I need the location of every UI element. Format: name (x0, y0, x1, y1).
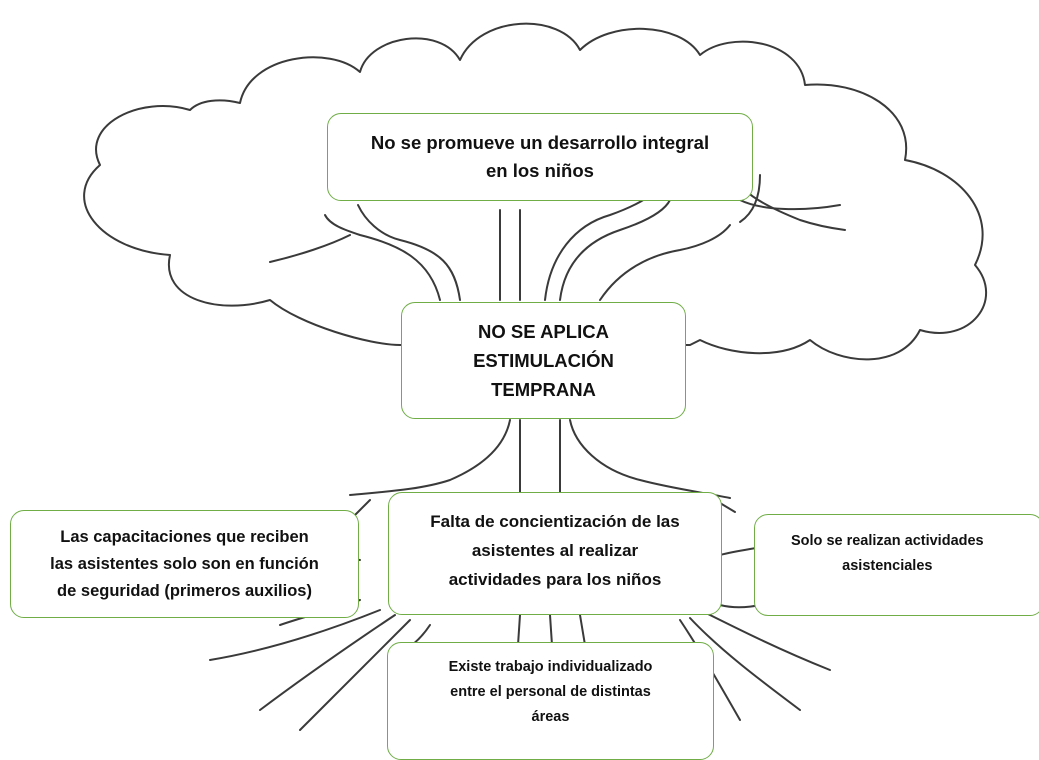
cause-box-left: Las capacitaciones que reciben las asist… (10, 510, 359, 618)
branch-left-2 (357, 204, 461, 301)
branch-right-2 (544, 194, 651, 301)
branch-twig (739, 174, 761, 223)
branch-right-3 (599, 224, 731, 301)
root-6 (699, 609, 831, 671)
root-10 (517, 614, 521, 646)
cause-box-center: Falta de concientización de las asistent… (388, 492, 722, 615)
root-11 (549, 614, 553, 646)
root-1 (209, 609, 381, 661)
root-12 (579, 614, 586, 646)
branch-left-3 (269, 234, 351, 263)
branch-far-right (739, 199, 841, 211)
effect-box: No se promueve un desarrollo integral en… (327, 113, 753, 201)
root-7 (689, 617, 801, 711)
branch-right (559, 199, 671, 301)
root-15 (354, 499, 371, 516)
cause-box-right: Solo se realizan actividades asistencial… (754, 514, 1039, 616)
central-problem-box: NO SE APLICA ESTIMULACIÓN TEMPRANA (401, 302, 686, 419)
branch-left (324, 214, 441, 301)
root-3 (299, 619, 411, 731)
cause-box-bottom: Existe trabajo individualizado entre el … (387, 642, 714, 760)
trunk-right (569, 419, 731, 499)
root-2 (259, 614, 396, 711)
trunk-left (349, 419, 511, 496)
